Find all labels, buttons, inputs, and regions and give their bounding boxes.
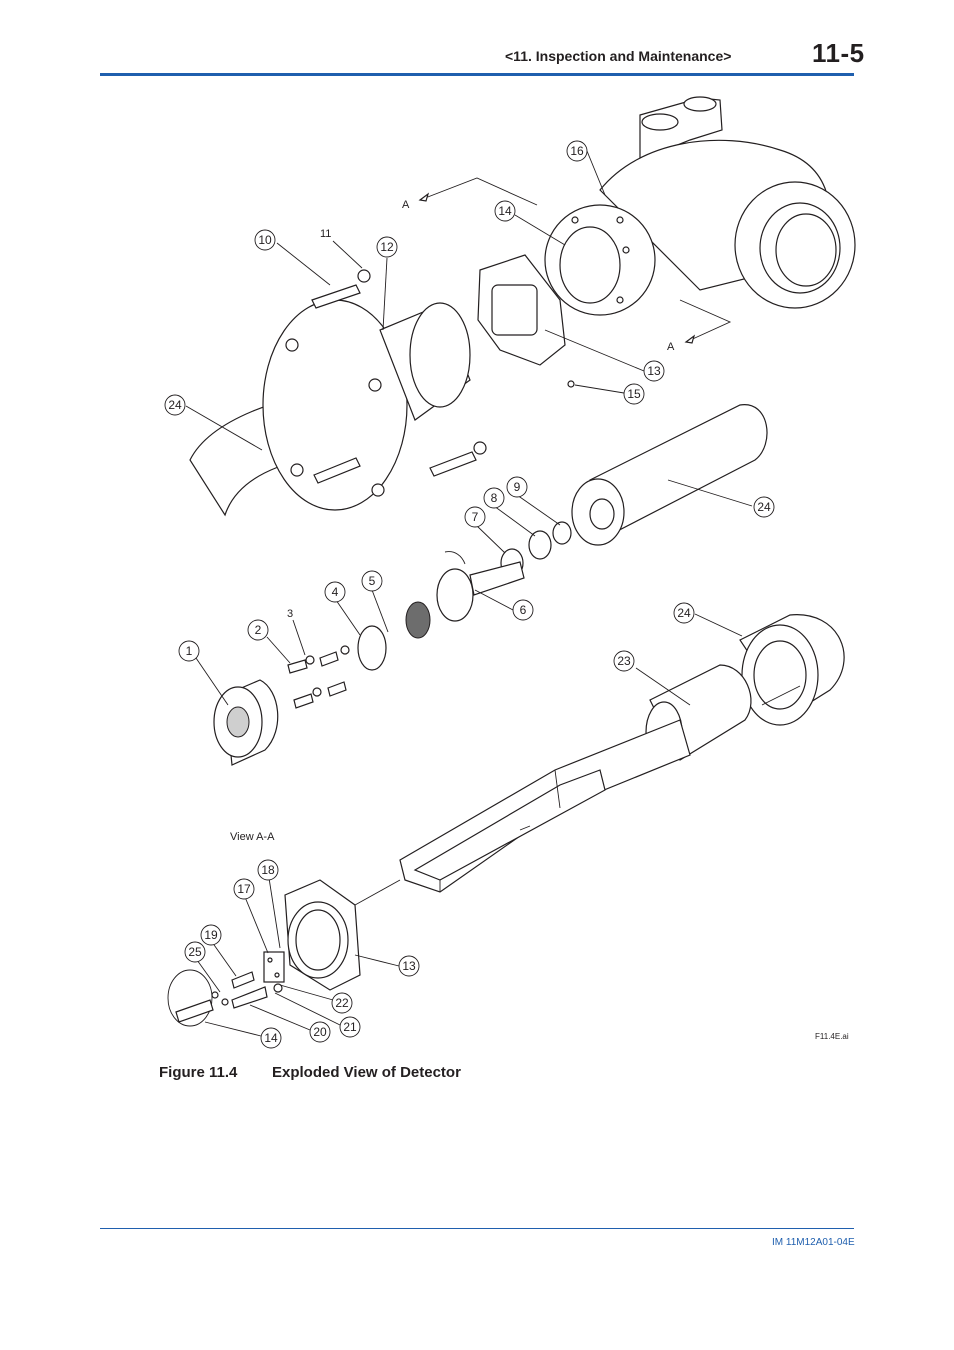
header-rule [100, 73, 854, 76]
section-marker-top: A [402, 199, 410, 211]
figure-file-ref: F11.4E.ai [815, 1032, 849, 1041]
view-aa-assembly [167, 879, 361, 1027]
footer-rule [100, 1228, 854, 1229]
callout-22: 22 [331, 992, 353, 1014]
svg-text:25: 25 [188, 945, 202, 959]
svg-text:22: 22 [335, 996, 349, 1010]
cell-assembly [357, 551, 525, 671]
sensor-cylinder [571, 404, 768, 546]
svg-text:12: 12 [380, 240, 394, 254]
callout-25: 25 [184, 941, 206, 963]
svg-text:13: 13 [402, 959, 416, 973]
callout-2: 2 [247, 619, 269, 641]
view-aa-label: View A-A [230, 831, 275, 843]
svg-text:6: 6 [520, 603, 527, 617]
callout-14: 14 [494, 200, 516, 222]
callout-3: 3 [287, 608, 293, 620]
callout-8: 8 [483, 487, 505, 509]
callout-15: 15 [623, 383, 645, 405]
svg-text:1: 1 [186, 644, 193, 658]
callout-13b: 13 [398, 955, 420, 977]
callout-14b: 14 [260, 1027, 282, 1049]
callout-13a: 13 [643, 360, 665, 382]
figure-number: Figure 11.4 [159, 1064, 238, 1081]
callout-12: 12 [376, 236, 398, 258]
callout-11: 11 [320, 228, 331, 240]
callout-6: 6 [512, 599, 534, 621]
svg-text:24: 24 [168, 398, 182, 412]
figure-title: Exploded View of Detector [272, 1064, 461, 1081]
svg-text:10: 10 [258, 233, 272, 247]
svg-text:4: 4 [332, 585, 339, 599]
section-arrow-bottom: A [667, 299, 732, 353]
section-arrow-top: A [402, 177, 538, 211]
callout-24a: 24 [164, 394, 186, 416]
svg-text:17: 17 [237, 882, 251, 896]
svg-text:24: 24 [677, 606, 691, 620]
callout-20: 20 [309, 1021, 331, 1043]
svg-text:13: 13 [647, 364, 661, 378]
cover [213, 679, 279, 766]
callout-9: 9 [506, 476, 528, 498]
svg-text:8: 8 [491, 491, 498, 505]
svg-text:18: 18 [261, 863, 275, 877]
callout-7: 7 [464, 506, 486, 528]
callout-23: 23 [613, 650, 635, 672]
adapter-ring [477, 254, 575, 388]
svg-text:19: 19 [204, 928, 218, 942]
svg-text:15: 15 [627, 387, 641, 401]
callout-19: 19 [200, 924, 222, 946]
detector-housing [544, 96, 856, 316]
callout-18: 18 [257, 859, 279, 881]
svg-text:14: 14 [264, 1031, 278, 1045]
callout-10: 10 [254, 229, 276, 251]
svg-text:24: 24 [757, 500, 771, 514]
callout-16: 16 [566, 140, 588, 162]
svg-text:20: 20 [313, 1025, 327, 1039]
callout-24b: 24 [753, 496, 775, 518]
leader-lines [185, 150, 753, 1037]
figure-caption: Figure 11.4 Exploded View of Detector [159, 1064, 461, 1081]
lower-flange [739, 614, 845, 726]
svg-text:5: 5 [369, 574, 376, 588]
callout-24c: 24 [673, 602, 695, 624]
svg-text:23: 23 [617, 654, 631, 668]
svg-text:16: 16 [570, 144, 584, 158]
callout-5: 5 [361, 570, 383, 592]
section-marker-bottom: A [667, 341, 675, 353]
svg-text:9: 9 [514, 480, 521, 494]
svg-text:14: 14 [498, 204, 512, 218]
section-title: <11. Inspection and Maintenance> [505, 48, 732, 64]
svg-text:7: 7 [472, 510, 479, 524]
callout-4: 4 [324, 581, 346, 603]
callout-17: 17 [233, 878, 255, 900]
screws-and-washers [287, 645, 350, 709]
probe-flange [189, 269, 487, 517]
page-number: 11-5 [812, 38, 865, 68]
callout-1: 1 [178, 640, 200, 662]
svg-text:21: 21 [343, 1020, 357, 1034]
rail-assembly [354, 719, 691, 906]
callout-21: 21 [339, 1016, 361, 1038]
svg-text:2: 2 [255, 623, 262, 637]
doc-number: IM 11M12A01-04E [772, 1237, 855, 1248]
